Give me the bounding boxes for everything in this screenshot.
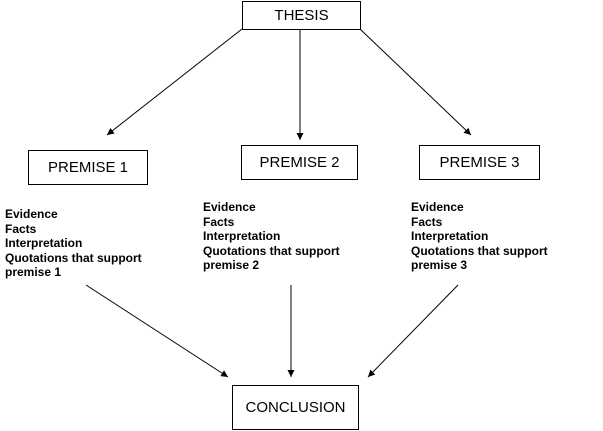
- premise-3-support-item: Evidence: [411, 200, 464, 214]
- premise-1-support-item: Facts: [5, 221, 37, 236]
- premise-2-support-item: Evidence: [203, 200, 256, 214]
- arrow-thesis-to-premise-1: [106, 28, 243, 136]
- premise-3-support-list: Evidence Facts Interpretation Quotations…: [411, 200, 548, 273]
- premise-3-support-item: Quotations that support: [411, 243, 548, 258]
- premise-3-support-item: Facts: [411, 214, 443, 229]
- premise-3-box: PREMISE 3: [419, 145, 540, 180]
- premise-1-support-item: Quotations that support: [5, 250, 142, 265]
- premise-1-box: PREMISE 1: [28, 150, 148, 185]
- premise-1-support-list: Evidence Facts Interpretation Quotations…: [5, 207, 142, 280]
- premise-2-label: PREMISE 2: [259, 154, 340, 171]
- conclusion-label: CONCLUSION: [245, 399, 346, 416]
- premise-3-support-item: Interpretation: [411, 229, 489, 244]
- thesis-label: THESIS: [274, 7, 329, 24]
- conclusion-box: CONCLUSION: [232, 385, 359, 430]
- premise-1-label: PREMISE 1: [47, 159, 129, 176]
- arrow-premise-3-to-conclusion: [367, 284, 459, 378]
- premise-3-label: PREMISE 3: [439, 154, 520, 171]
- premise-3-support-item: premise 3: [411, 258, 468, 273]
- premise-2-support-list: Evidence Facts Interpretation Quotations…: [203, 200, 340, 273]
- premise-1-support-item: premise 1: [5, 265, 62, 280]
- premise-1-support-item: Interpretation: [5, 236, 83, 251]
- arrow-thesis-to-premise-3: [359, 28, 472, 136]
- premise-2-support-item: premise 2: [203, 258, 260, 273]
- premise-2-support-item: Interpretation: [203, 229, 281, 244]
- premise-2-support-item: Facts: [203, 214, 235, 229]
- premise-2-support-item: Quotations that support: [203, 243, 340, 258]
- arrow-premise-1-to-conclusion: [85, 284, 229, 378]
- premise-1-support-item: Evidence: [5, 207, 58, 221]
- premise-2-box: PREMISE 2: [241, 145, 358, 180]
- thesis-box: THESIS: [242, 1, 361, 30]
